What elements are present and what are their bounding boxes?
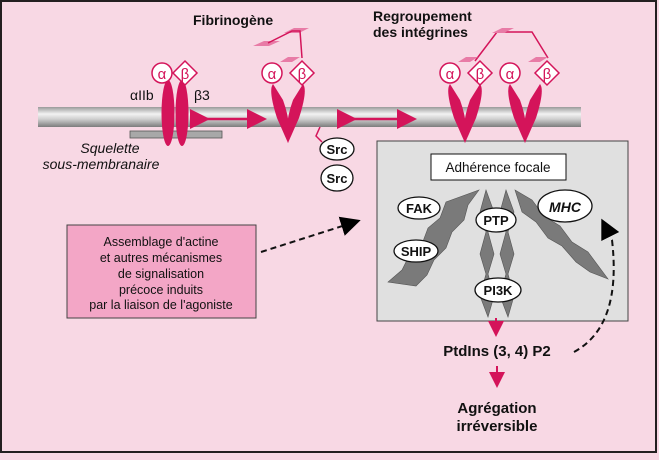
alpha-glyph: α — [446, 66, 455, 83]
mhc-protein — [537, 189, 593, 223]
adherence-focale-label: Adhérence focale — [445, 160, 550, 175]
pi3k-protein — [474, 277, 522, 303]
mhc-label: MHC — [549, 199, 582, 215]
fibrinogen-domain — [253, 41, 280, 46]
actin-line-3: de signalisation — [118, 267, 204, 281]
actin-line-5: par la liaison de l'agoniste — [89, 298, 232, 312]
activated-integrin: α β — [261, 59, 316, 143]
alpha-iib-subunit — [161, 80, 175, 146]
pi3k-label: PI3K — [484, 283, 514, 298]
fibrinogen-crosslink — [458, 28, 549, 62]
beta-head-icon — [288, 59, 316, 87]
alpha-head-icon — [439, 62, 461, 84]
alpha-glyph: α — [268, 66, 277, 83]
fibrinogen-ligand — [253, 28, 309, 62]
actin-line-2: et autres mécanismes — [100, 251, 222, 265]
dashed-arrow-to-focal-adhesion — [260, 216, 361, 253]
alpha-head-icon — [499, 62, 521, 84]
alpha-leg — [271, 84, 290, 143]
squelette-label-line2: sous-membranaire — [43, 156, 160, 172]
clustered-integrin-2: α β — [499, 59, 561, 143]
agregation-label-line2: irréversible — [457, 418, 538, 435]
clustered-integrin-1: α β — [439, 59, 494, 143]
fak-protein — [397, 196, 441, 220]
beta-leg — [523, 84, 542, 143]
ship-label: SHIP — [401, 244, 432, 259]
beta-leg — [286, 84, 305, 143]
fak-label: FAK — [406, 201, 433, 216]
src-label-1: Src — [327, 142, 348, 157]
fibrinogen-domain — [528, 57, 548, 62]
dashed-arrow-to-mhc — [573, 218, 620, 353]
adherence-focale-box — [430, 153, 567, 181]
beta-head-icon — [171, 59, 199, 87]
beta3-subunit — [175, 80, 189, 146]
beta3-label: β3 — [194, 87, 210, 103]
fibrinogen-domain — [280, 57, 300, 62]
alpha-leg — [448, 84, 467, 143]
regroupement-label-line2: des intégrines — [373, 24, 468, 40]
beta-glyph: β — [181, 66, 190, 83]
alpha-head-icon — [261, 62, 283, 84]
actin-assembly-box — [66, 224, 257, 319]
crosslink-line — [474, 31, 549, 62]
squelette-label-line1: Squelette — [80, 140, 139, 156]
beta-glyph: β — [476, 66, 485, 83]
beta-glyph: β — [298, 66, 307, 83]
actin-assembly-text: Assemblage d'actine et autres mécanismes… — [89, 235, 232, 312]
alpha-glyph: α — [506, 66, 515, 83]
src-protein-1 — [319, 137, 355, 161]
src-protein-2 — [320, 164, 354, 192]
fibrinogen-linker — [267, 30, 303, 59]
regroupement-label-line1: Regroupement — [373, 8, 472, 24]
submembrane-skeleton-bar — [129, 130, 223, 139]
fibrinogene-label: Fibrinogène — [193, 12, 273, 28]
beta-head-icon — [466, 59, 494, 87]
src-linker — [315, 126, 323, 143]
src-label-2: Src — [327, 171, 348, 186]
ship-protein — [393, 239, 439, 263]
alpha-glyph: α — [158, 66, 167, 83]
beta-head-icon — [533, 59, 561, 87]
alpha-iib-label: αIIb — [130, 87, 154, 103]
beta-leg — [463, 84, 482, 143]
agregation-label-line1: Agrégation — [457, 400, 536, 417]
inactive-integrin: α β — [151, 59, 199, 146]
ptdins-label: PtdIns (3, 4) P2 — [443, 343, 551, 360]
beta-glyph: β — [543, 66, 552, 83]
actin-line-4: précoce induits — [119, 283, 203, 297]
alpha-leg — [508, 84, 527, 143]
fibrinogen-domain — [492, 28, 514, 33]
fibrinogen-domain — [458, 57, 478, 62]
actin-line-1: Assemblage d'actine — [104, 235, 219, 249]
ptp-label: PTP — [483, 213, 509, 228]
ptp-protein — [475, 207, 517, 233]
